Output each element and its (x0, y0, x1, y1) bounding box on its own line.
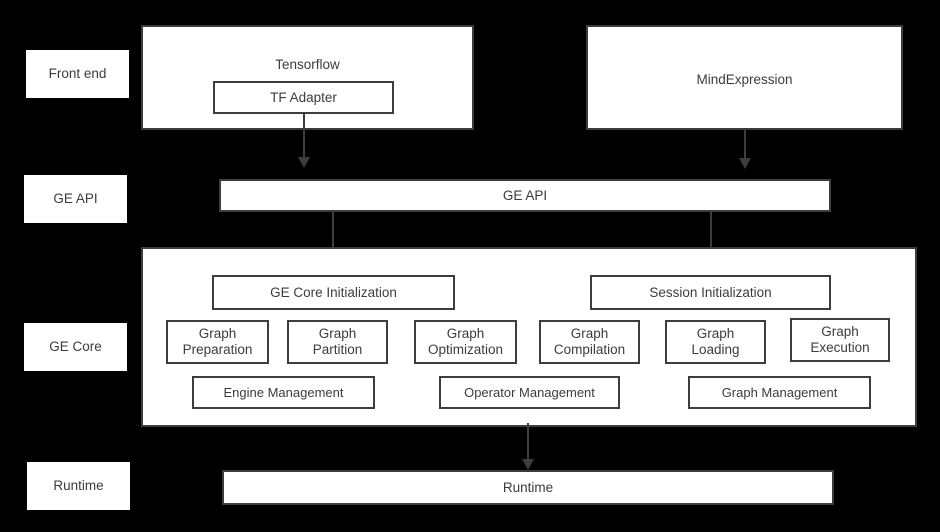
arrow-mindexpression-to-ge-api-line (744, 130, 746, 160)
arrow-ge-core-to-runtime-head (522, 459, 534, 470)
rail-label-ge-api-text: GE API (53, 191, 98, 207)
arrow-mindexpression-to-ge-api-head (739, 158, 751, 169)
node-graph-compilation-line2: Compilation (553, 342, 626, 357)
node-graph-partition[interactable]: Graph Partition (287, 320, 388, 364)
node-graph-loading-line1: Graph (696, 326, 735, 342)
rail-label-ge-core: GE Core (24, 323, 127, 371)
node-graph-partition-line1: Graph (318, 326, 357, 342)
node-tf-adapter[interactable]: TF Adapter (213, 81, 394, 114)
arrow-ge-api-to-session-init-line (710, 212, 712, 260)
node-graph-execution-line2: Execution (810, 340, 870, 355)
rail-label-runtime-text: Runtime (53, 478, 104, 494)
node-runtime-label: Runtime (502, 479, 554, 495)
panel-mindexpression-title: MindExpression (696, 72, 793, 87)
arrow-ge-core-to-runtime-line (527, 423, 529, 461)
node-engine-management-label: Engine Management (223, 384, 344, 400)
node-engine-management[interactable]: Engine Management (192, 376, 375, 409)
node-runtime[interactable]: Runtime (222, 470, 834, 505)
node-graph-management-label: Graph Management (721, 384, 838, 400)
node-graph-preparation-line1: Graph (198, 326, 237, 342)
node-graph-loading-line2: Loading (691, 342, 740, 357)
node-session-initialization-label: Session Initialization (649, 284, 772, 300)
node-ge-core-initialization[interactable]: GE Core Initialization (212, 275, 455, 310)
node-graph-optimization-line2: Optimization (427, 342, 504, 357)
panel-tensorflow: Tensorflow (141, 25, 474, 130)
node-graph-optimization-line1: Graph (446, 326, 485, 342)
node-graph-execution-line1: Graph (821, 324, 859, 340)
node-graph-preparation[interactable]: Graph Preparation (166, 320, 269, 364)
node-graph-execution[interactable]: Graph Execution (790, 318, 890, 362)
node-ge-api-label: GE API (502, 187, 548, 203)
node-session-initialization[interactable]: Session Initialization (590, 275, 831, 310)
panel-tensorflow-title: Tensorflow (275, 57, 340, 72)
node-ge-core-initialization-label: GE Core Initialization (270, 284, 397, 300)
rail-label-ge-core-text: GE Core (49, 339, 102, 355)
node-operator-management-label: Operator Management (464, 384, 595, 400)
node-tf-adapter-label: TF Adapter (270, 89, 337, 105)
node-graph-preparation-line2: Preparation (182, 342, 253, 357)
rail-label-front-end: Front end (26, 50, 129, 98)
panel-mindexpression: MindExpression (586, 25, 903, 130)
node-graph-management[interactable]: Graph Management (688, 376, 871, 409)
rail-label-front-end-text: Front end (48, 66, 107, 82)
node-operator-management[interactable]: Operator Management (439, 376, 620, 409)
arrow-tf-adapter-to-ge-api-line (303, 114, 305, 159)
rail-label-runtime: Runtime (27, 462, 130, 510)
node-graph-compilation-line1: Graph (570, 326, 609, 342)
rail-label-ge-api: GE API (24, 175, 127, 223)
node-graph-optimization[interactable]: Graph Optimization (414, 320, 517, 364)
node-ge-api[interactable]: GE API (219, 179, 831, 212)
node-graph-partition-line2: Partition (312, 342, 363, 357)
arrow-ge-api-to-ge-core-init-line (332, 212, 334, 260)
node-graph-compilation[interactable]: Graph Compilation (539, 320, 640, 364)
node-graph-loading[interactable]: Graph Loading (665, 320, 766, 364)
arrow-tf-adapter-to-ge-api-head (298, 157, 310, 168)
